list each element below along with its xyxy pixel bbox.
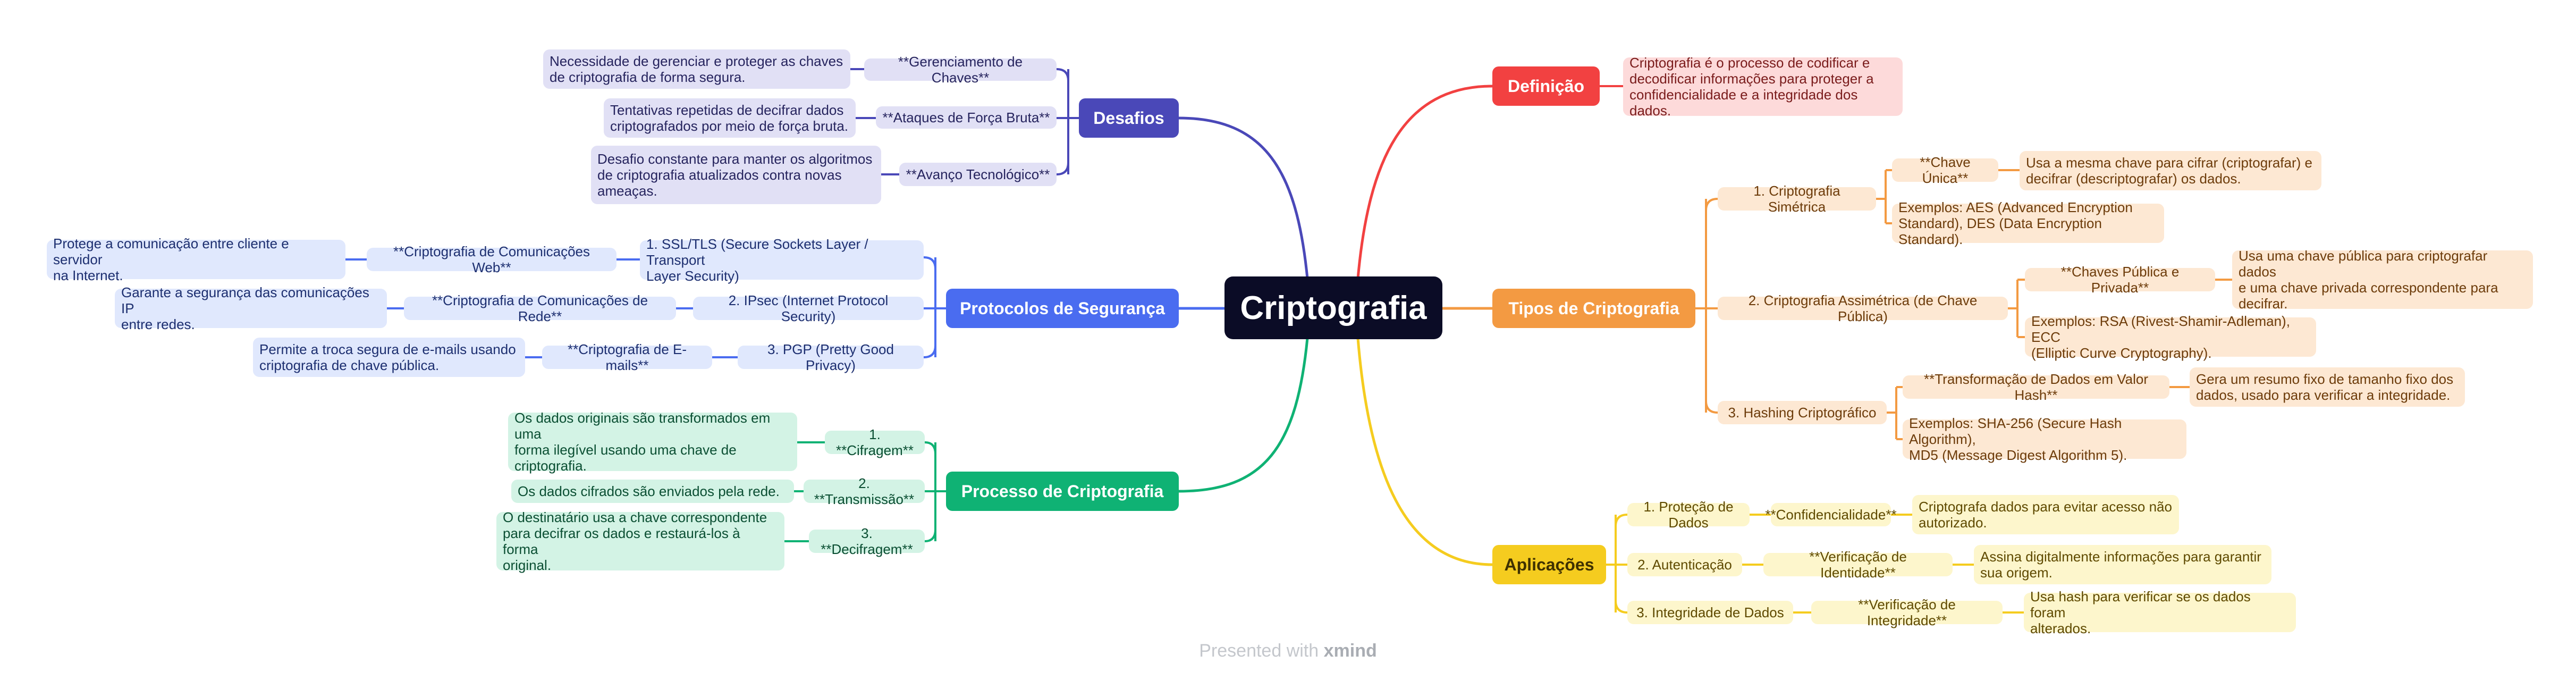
subtopic-autenticacao[interactable]: 2. Autenticação: [1627, 553, 1742, 576]
topic-definicao[interactable]: Definição: [1492, 66, 1600, 106]
root-topic[interactable]: Criptografia: [1224, 276, 1442, 339]
detail-verificacao-integridade[interactable]: Usa hash para verificar se os dados fora…: [2024, 589, 2296, 636]
subtopic-transformacao-valor-hash[interactable]: **Transformação de Dados em Valor Hash**: [1903, 371, 2169, 403]
topic-tipos-de-criptografia[interactable]: Tipos de Criptografia: [1492, 289, 1695, 328]
topic-aplicacoes[interactable]: Aplicações: [1492, 545, 1606, 584]
detail-avanco-tecnologico[interactable]: Desafio constante para manter os algorit…: [591, 146, 881, 204]
example-criptografia-assimetrica[interactable]: Exemplos: RSA (Rivest-Shamir-Adleman), E…: [2025, 313, 2316, 361]
subtopic-chave-unica[interactable]: **Chave Única**: [1892, 154, 1998, 186]
detail-ataques-forca-bruta[interactable]: Tentativas repetidas de decifrar dados c…: [604, 98, 856, 138]
topic-processo-de-criptografia[interactable]: Processo de Criptografia: [946, 472, 1179, 511]
connector-processo: [1178, 338, 1309, 493]
detail-ipsec[interactable]: Garante a segurança das comunicações IP …: [115, 284, 387, 332]
detail-transmissao[interactable]: Os dados cifrados são enviados pela rede…: [511, 480, 794, 503]
subtopic-cifragem[interactable]: 1. **Cifragem**: [825, 426, 925, 458]
example-hashing-criptografico[interactable]: Exemplos: SHA-256 (Secure Hash Algorithm…: [1903, 415, 2186, 463]
detail-confidencialidade[interactable]: Criptografa dados para evitar acesso não…: [1912, 495, 2179, 534]
detail-decifragem[interactable]: O destinatário usa a chave correspondent…: [496, 509, 784, 573]
subtopic-verificacao-integridade[interactable]: **Verificação de Integridade**: [1811, 597, 2003, 628]
subtopic-integridade-de-dados[interactable]: 3. Integridade de Dados: [1627, 601, 1793, 624]
connector-aplicacoes: [1356, 338, 1493, 566]
presented-with-footer: Presented with xmind: [1199, 641, 1377, 661]
xmind-logo-text: xmind: [1323, 641, 1377, 661]
subtopic-hashing-criptografico[interactable]: 3. Hashing Criptográfico: [1718, 401, 1887, 424]
connector-definicao: [1356, 85, 1493, 279]
detail-gerenciamento-de-chaves[interactable]: Necessidade de gerenciar e proteger as c…: [543, 49, 850, 89]
root-topic-label: Criptografia: [1240, 289, 1427, 326]
subtopic-avanco-tecnologico[interactable]: **Avanço Tecnológico**: [899, 163, 1057, 186]
detail-verificacao-identidade[interactable]: Assina digitalmente informações para gar…: [1974, 545, 2271, 584]
subtopic-criptografia-emails[interactable]: **Criptografia de E-mails**: [542, 341, 712, 373]
example-criptografia-simetrica[interactable]: Exemplos: AES (Advanced Encryption Stand…: [1892, 199, 2164, 247]
subtopic-ipsec[interactable]: 2. IPsec (Internet Protocol Security): [693, 292, 924, 324]
subtopic-transmissao[interactable]: 2. **Transmissão**: [804, 475, 925, 507]
subtopic-protecao-de-dados[interactable]: 1. Proteção de Dados: [1627, 499, 1750, 531]
subtopic-criptografia-comunicacoes-web[interactable]: **Criptografia de Comunicações Web**: [367, 244, 616, 275]
topic-desafios[interactable]: Desafios: [1079, 98, 1179, 138]
connector-desafios: [1178, 116, 1309, 279]
subtopic-decifragem[interactable]: 3. **Decifragem**: [809, 525, 925, 557]
topic-protocolos-de-seguranca[interactable]: Protocolos de Segurança: [946, 289, 1179, 328]
detail-cifragem[interactable]: Os dados originais são transformados em …: [508, 410, 797, 474]
subtopic-pgp[interactable]: 3. PGP (Pretty Good Privacy): [738, 341, 924, 373]
subtopic-criptografia-comunicacoes-rede[interactable]: **Criptografia de Comunicações de Rede**: [404, 292, 676, 324]
subtopic-gerenciamento-de-chaves[interactable]: **Gerenciamento de Chaves**: [864, 54, 1057, 86]
detail-pgp[interactable]: Permite a troca segura de e-mails usando…: [253, 338, 525, 377]
detail-definicao[interactable]: Criptografia é o processo de codificar e…: [1623, 55, 1903, 119]
subtopic-chaves-publica-privada[interactable]: **Chaves Pública e Privada**: [2025, 264, 2215, 296]
detail-transformacao-valor-hash[interactable]: Gera um resumo fixo de tamanho fixo dos …: [2190, 367, 2465, 407]
detail-ssl-tls[interactable]: Protege a comunicação entre cliente e se…: [47, 236, 345, 283]
detail-chave-unica[interactable]: Usa a mesma chave para cifrar (criptogra…: [2020, 151, 2321, 190]
subtopic-confidencialidade[interactable]: **Confidencialidade**: [1765, 503, 1897, 526]
subtopic-criptografia-simetrica[interactable]: 1. Criptografia Simétrica: [1718, 183, 1876, 215]
subtopic-ataques-forca-bruta[interactable]: **Ataques de Força Bruta**: [876, 106, 1057, 129]
detail-chaves-publica-privada[interactable]: Usa uma chave pública para criptografar …: [2232, 248, 2533, 312]
subtopic-verificacao-identidade[interactable]: **Verificação de Identidade**: [1763, 549, 1953, 581]
subtopic-criptografia-assimetrica[interactable]: 2. Criptografia Assimétrica (de Chave Pú…: [1718, 292, 2008, 324]
subtopic-ssl-tls[interactable]: 1. SSL/TLS (Secure Sockets Layer / Trans…: [640, 236, 924, 284]
